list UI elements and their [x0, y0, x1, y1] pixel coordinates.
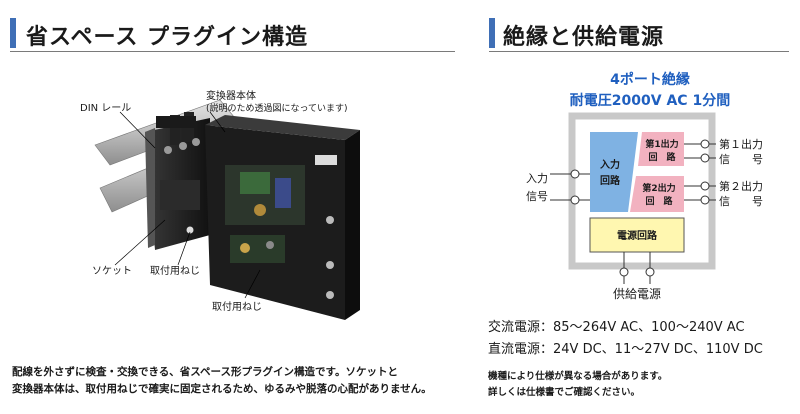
spec-dc: 直流電源：24V DC、11～27V DC、110V DC [488, 342, 763, 358]
spec-ac: 交流電源：85～264V AC、100～240V AC [488, 320, 745, 336]
leader-lines [114, 111, 261, 299]
right-section-title: 絶縁と供給電源 [503, 25, 665, 50]
spec-dc-value: 24V DC、11～27V DC、110V DC [553, 342, 763, 357]
note-line-1: 機種により仕様が異なる場合があります。 [488, 371, 668, 382]
label-mounting-screw-1: 取付用ねじ [150, 266, 200, 277]
power-block-text: 電源回路 [617, 229, 658, 242]
label-converter-body-note: (説明のため透過図になっています) [206, 104, 348, 114]
isolation-frame [568, 112, 716, 270]
power-supply-label: 供給電源 [613, 287, 661, 301]
socket-shape [145, 112, 210, 250]
input-circuit-block [590, 132, 638, 212]
output2-circuit-block [630, 176, 684, 212]
output1-circuit-block [638, 132, 684, 166]
isolation-diagram: 入力 回路 第1出力 回 路 第2出力 回 路 電源回路 入力 信号 第１出力 … [526, 112, 763, 301]
label-mounting-screw-2: 取付用ねじ [212, 302, 262, 313]
label-din-rail: DIN レール [80, 103, 132, 114]
label-converter-body: 変換器本体 [206, 91, 256, 102]
label-socket: ソケット [92, 266, 132, 277]
plugin-structure-illustration [94, 99, 360, 320]
note-line-2: 詳しくは仕様書でご確認ください。 [488, 387, 641, 398]
spec-ac-value: 85～264V AC、100～240V AC [553, 320, 745, 335]
input-block-text-1: 入力 [600, 158, 620, 171]
output2-block-text-1: 第2出力 [642, 182, 675, 194]
output1-signal-label-2: 信 号 [719, 153, 763, 166]
left-section-title: 省スペース プラグイン構造 [26, 25, 309, 50]
left-section-divider [10, 51, 455, 52]
output1-signal-label-1: 第１出力 [719, 137, 763, 151]
output2-block-text-2: 回 路 [645, 195, 673, 207]
output2-signal-label-1: 第２出力 [719, 179, 763, 193]
input-signal-label-2: 信号 [526, 190, 548, 203]
diagram-heading-isolation: 4ポート絶縁 [610, 72, 690, 88]
output1-block-text-1: 第1出力 [645, 138, 678, 150]
description-line-2: 変換器本体は、取付用ねじで確実に固定されるため、ゆるみや脱落の心配がありません。 [12, 383, 432, 395]
right-section-divider [489, 51, 789, 52]
description-line-1: 配線を外さずに検査・交換できる、省スペース形プラグイン構造です。ソケットと [12, 366, 398, 378]
output2-signal-label-2: 信 号 [719, 195, 763, 208]
input-block-text-2: 回路 [600, 174, 621, 187]
spec-ac-label: 交流電源： [488, 320, 554, 335]
input-signal-label-1: 入力 [526, 172, 548, 185]
spec-dc-label: 直流電源： [488, 342, 554, 357]
output1-block-text-2: 回 路 [648, 151, 676, 163]
diagram-heading-withstand-voltage: 耐電圧2000V AC 1分間 [569, 93, 731, 109]
converter-body-shape [205, 115, 360, 320]
right-section-accent-bar [489, 18, 495, 48]
terminals [550, 139, 716, 284]
power-circuit-block [589, 217, 685, 253]
left-section-accent-bar [10, 18, 16, 48]
